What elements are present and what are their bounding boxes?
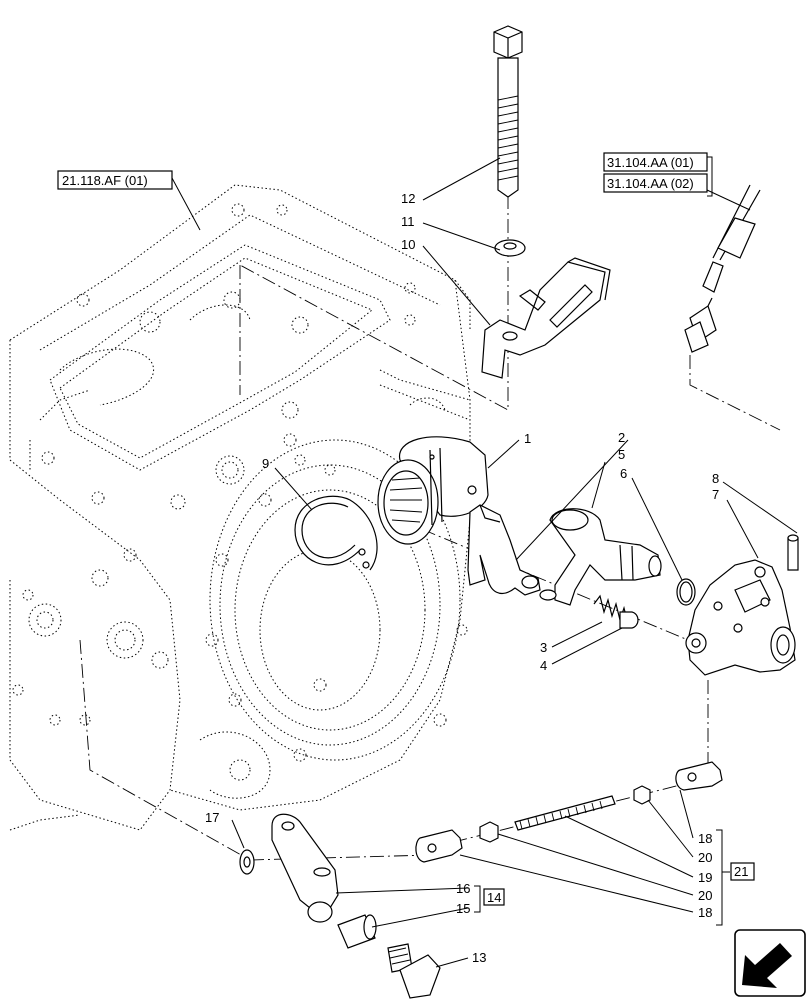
part-9-circlip [294,495,378,571]
callout-20b: 20 [698,888,712,903]
part-11-washer [494,239,526,257]
part-18-clevis-right [675,761,723,791]
callout-19: 19 [698,870,712,885]
reference-31-104-aa-01[interactable]: 31.104.AA (01) [603,152,708,172]
callout-12: 12 [401,191,415,206]
part-19-threaded-rod [514,795,616,831]
group-14-label: 14 [487,890,501,905]
arrow-southwest-icon[interactable] [734,929,806,997]
callout-4: 4 [540,658,547,673]
callout-15: 15 [456,901,470,916]
callout-2: 2 [618,430,625,445]
reference-label: 31.104.AA (01) [607,155,694,170]
cable-assembly [684,184,761,353]
callout-9: 9 [262,456,269,471]
part-20-nut-right [633,785,651,805]
callout-3: 3 [540,640,547,655]
part-8-pin [787,534,799,571]
part-10-bracket [481,257,611,379]
part-4-plunger [619,611,639,629]
callout-20a: 20 [698,850,712,865]
part-2-shift-fork [467,504,541,596]
part-1-sleeve [377,436,489,545]
callout-1: 1 [524,431,531,446]
group-21-label: 21 [734,864,748,879]
part-6-oring [676,578,696,606]
part-12-bolt [493,25,523,198]
callout-5: 5 [618,447,625,462]
callout-10: 10 [401,237,415,252]
part-17-washer [239,849,255,875]
callout-6: 6 [620,466,627,481]
reference-label: 21.118.AF (01) [62,173,148,188]
part-7-selector-bracket [685,559,796,676]
reference-31-104-aa-02[interactable]: 31.104.AA (02) [603,173,708,193]
callout-18b: 18 [698,905,712,920]
part-15-bushing [337,914,377,949]
part-5-shaft-lever [539,508,662,606]
part-16-lever [271,813,339,923]
part-18-clevis-left [415,829,463,863]
callout-8: 8 [712,471,719,486]
part-20-nut-left [479,821,499,843]
leader-lines [171,157,798,968]
group-21-box: 21 [730,862,755,881]
callout-18a: 18 [698,831,712,846]
callout-16: 16 [456,881,470,896]
callout-13: 13 [472,950,486,965]
callout-7: 7 [712,487,719,502]
group-brackets [474,829,730,926]
callout-11: 11 [401,214,415,229]
transmission-housing [9,184,471,831]
part-13-shoulder-bolt [387,943,441,999]
group-14-box: 14 [483,888,505,906]
reference-label: 31.104.AA (02) [607,176,694,191]
reference-21-118-af-01[interactable]: 21.118.AF (01) [57,170,173,190]
callout-labels: 1 2 3 4 5 6 7 8 9 10 11 12 13 15 16 17 1… [205,191,719,965]
callout-17: 17 [205,810,219,825]
